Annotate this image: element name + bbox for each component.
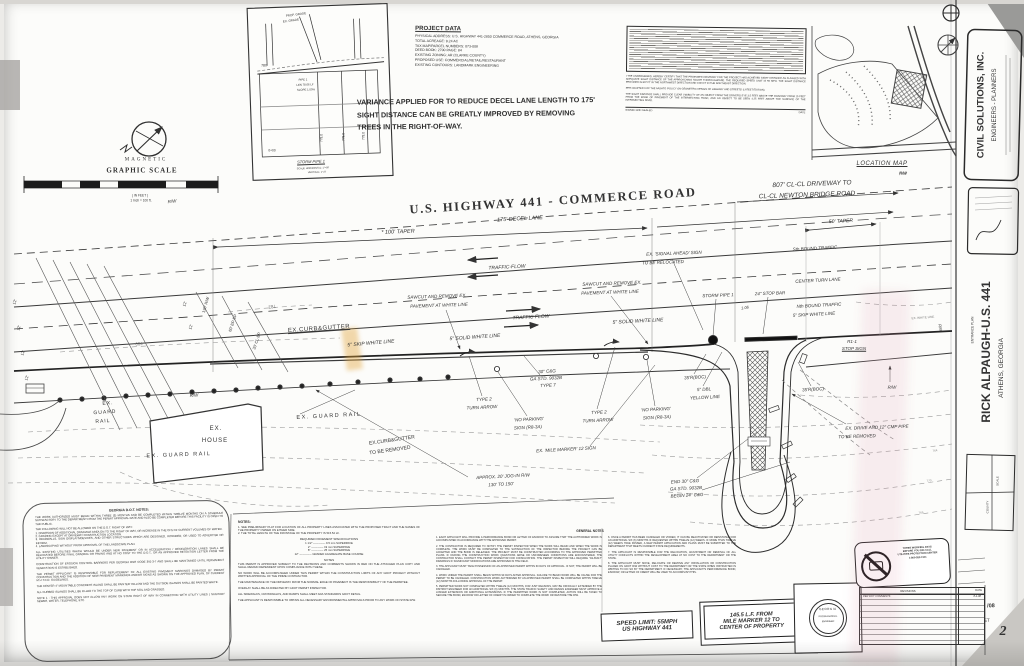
notes-para: OVERLAY SHALL BE AS DIRECTED BY GDOT PER… bbox=[238, 586, 327, 591]
seal-eng: ENGINEER bbox=[821, 619, 835, 624]
notes-para: THE APPLICANT IS RESPONSIBLE TO OBTAIN A… bbox=[238, 597, 416, 602]
storm-profile-inset bbox=[246, 2, 394, 181]
certification-block: I THE UNDERSIGNED, HEREBY CERTIFY THAT T… bbox=[625, 25, 807, 115]
notes-para: THIS PERMIT IS APPROVED SUBJECT TO THE R… bbox=[238, 561, 420, 570]
project-data-block: PROJECT DATA PHYSICAL ADDRESS: U.S. HIGH… bbox=[415, 26, 630, 70]
pavement-spec-heading: REQUIRED PAVEMENT SPECIFICATIONS bbox=[299, 536, 359, 541]
notes-heading: NOTES: bbox=[238, 520, 251, 524]
gdot-para: NOTE 1 : THIS APPROVAL DOES NOT ALLOW AN… bbox=[36, 591, 225, 604]
title-block-boxes bbox=[942, 4, 1023, 532]
sheet-borders bbox=[22, 0, 986, 666]
speed-limit-box: SPEED LIMIT: 55MPH US HIGHWAY 441 bbox=[600, 610, 694, 642]
certification-para: THE SIGHT DISTANCE SHALL PROVIDE CLEAR V… bbox=[625, 92, 806, 103]
pe-seal-icon: GEORGIA PROFESSIONAL ENGINEER bbox=[808, 598, 848, 638]
dig-sticker-text: THREE WORKING DAYS BEFORE YOU DIG CALL U… bbox=[897, 545, 938, 560]
general-notes-right: 6. ONCE A PERMIT HAS BEEN CANCELED OR VO… bbox=[608, 536, 736, 577]
seal-box: GEORGIA PROFESSIONAL ENGINEER bbox=[793, 582, 863, 654]
certification-para: I THE UNDERSIGNED, HEREBY CERTIFY THAT T… bbox=[625, 74, 806, 86]
map-building bbox=[890, 69, 928, 109]
existing-house bbox=[149, 403, 264, 484]
median-island bbox=[746, 350, 769, 471]
general-note: 5. PERMITTED WORK NOT COMPLETED WITHIN T… bbox=[436, 585, 602, 598]
notes-para: NO WORK WILL BE ACCOMPLISHED UNDER THIS … bbox=[238, 570, 420, 579]
paper-background bbox=[4, 0, 1018, 662]
general-note: 3. THE APPLICANT MUST TAKE POSSESSION OF… bbox=[436, 565, 602, 572]
general-note: 4. WORK UNDER THE PERMIT SHALL BEGIN WIT… bbox=[436, 573, 602, 583]
pavement-specs: 1 1/2" ------------- 9.5 mm SUPERPAVE 2"… bbox=[294, 541, 364, 556]
no-dig-icon bbox=[860, 550, 892, 583]
storm-inlet bbox=[708, 335, 718, 345]
variance-note: VARIANCE APPLIED FOR TO REDUCE DECEL LAN… bbox=[356, 95, 596, 132]
seal-prof: PROFESSIONAL bbox=[818, 614, 838, 619]
contour-lines bbox=[7, 301, 953, 526]
date-label: DATE bbox=[798, 111, 806, 115]
mile-marker-box: 145.5 L.F. FROM MILE MARKER 12 TO CENTER… bbox=[699, 598, 804, 646]
notes-block: NOTES: 1. SEE PRELIMINARY PLAT FOR LOCAT… bbox=[238, 520, 420, 605]
gdot-notes-block: GEORGIA D.O.T. NOTES: THE WORK AUTHORIZE… bbox=[35, 506, 225, 606]
revision-row-date: 8-1-08 bbox=[973, 595, 982, 598]
certification-boxed-note bbox=[625, 25, 807, 75]
revision-table: REVISIONS DATE PER DOT COMMENTS 8-1-08 bbox=[859, 587, 985, 645]
notes-sub-heading: NOTES bbox=[323, 557, 335, 562]
compass-icon bbox=[119, 121, 167, 157]
engineer-signature bbox=[975, 219, 1002, 241]
seal-state: GEORGIA bbox=[819, 606, 837, 612]
stop-bar bbox=[744, 335, 798, 342]
traffic-flow-arrows bbox=[466, 255, 542, 330]
stop-sign-symbol bbox=[798, 353, 808, 365]
driveway-linework bbox=[639, 335, 896, 553]
highway-linework bbox=[0, 186, 953, 553]
revisions-date-header: DATE bbox=[975, 588, 982, 592]
notes-para: ALL SIDEWALKS, CROSSWALKS, AND RAMPS SHA… bbox=[238, 591, 362, 596]
leader-lines bbox=[299, 258, 892, 491]
notes-para: THE MAINTENANCE OF THE DRIVEWAY FROM THE… bbox=[238, 580, 409, 585]
location-map-linework bbox=[811, 25, 959, 160]
gdot-para: THE FOLLOWING WILL NOT BE ALLOWED ON THE… bbox=[35, 525, 224, 549]
general-note: 1. EACH APPLICANT WILL PROVIDE A PERFORM… bbox=[436, 536, 602, 542]
general-notes-heading: GENERAL NOTES bbox=[576, 529, 604, 533]
notes-items: 1. SEE PRELIMINARY PLAT FOR LOCATION OF … bbox=[238, 524, 420, 536]
revisions-header: REVISIONS bbox=[900, 588, 916, 593]
revision-row-desc: PER DOT COMMENTS bbox=[863, 595, 891, 598]
general-note: 6. ONCE A PERMIT HAS BEEN CANCELED OR VO… bbox=[608, 536, 736, 548]
general-note: 8. THE APPLICANT MUST MOVE, RELOCATE OR … bbox=[608, 562, 736, 575]
certification-para: PER CHAPTER 9 OF THE AASHTO 'POLICY ON G… bbox=[625, 86, 766, 92]
guard-rail-posts bbox=[57, 374, 451, 403]
call-before-dig-sticker: THREE WORKING DAYS BEFORE YOU DIG CALL U… bbox=[853, 537, 952, 589]
general-note: 7. THE APPLICANT IS RESPONSIBLE FOR THE … bbox=[608, 550, 736, 560]
graphic-scale-bar bbox=[23, 176, 219, 193]
general-note: 2. THE CONTRACTOR IS REQUIRED TO NOTIFY … bbox=[436, 544, 602, 563]
project-data-heading: PROJECT DATA bbox=[415, 25, 462, 33]
general-notes-left: 1. EACH APPLICANT WILL PROVIDE A PERFORM… bbox=[436, 536, 602, 600]
gdot-para: THE WORK AUTHORIZED MUST BEGIN WITHIN TH… bbox=[35, 510, 224, 526]
project-data-lines: PHYSICAL ADDRESS: U.S. HIGHWAY 441-2850 … bbox=[414, 33, 559, 68]
